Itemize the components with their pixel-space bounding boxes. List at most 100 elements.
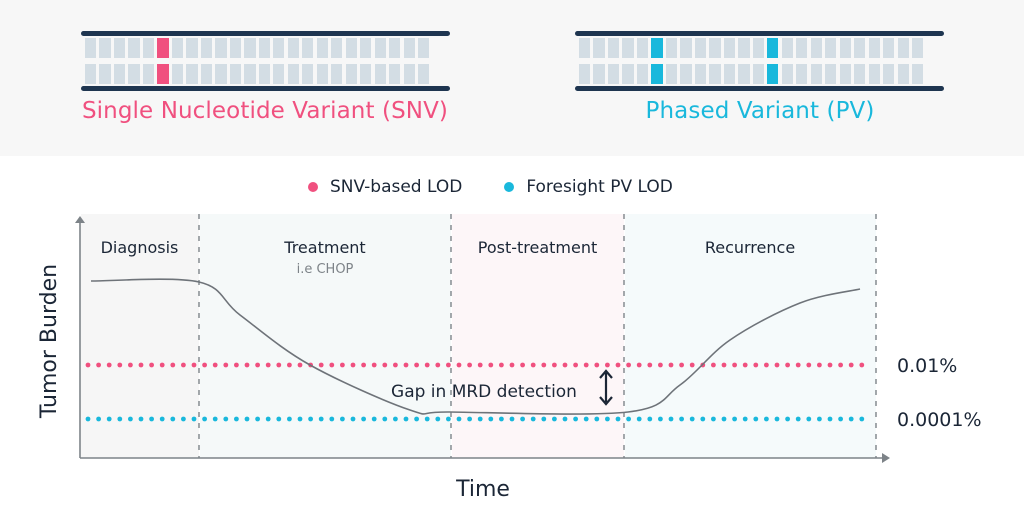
lod-dot: [361, 362, 366, 368]
lod-dot: [541, 416, 547, 422]
lod-dot: [827, 416, 833, 422]
phase-sublabel: i.e CHOP: [297, 262, 354, 277]
lod-dot: [424, 362, 430, 368]
lod-dot: [689, 416, 695, 422]
snv-dna-illustration: [81, 31, 450, 91]
lod-dot: [106, 362, 112, 368]
lod-dot: [732, 362, 737, 368]
dna-strand-bottom: [575, 86, 944, 91]
dna-base: [287, 38, 299, 58]
lod-dot: [170, 362, 176, 368]
legend: SNV-based LOD Foresight PV LOD: [308, 177, 673, 197]
lod-dot: [212, 416, 218, 422]
lod-dot: [573, 362, 578, 368]
dna-base: [113, 64, 126, 84]
lod-dot: [170, 416, 176, 422]
dna-base: [258, 64, 270, 84]
dna-base: [839, 38, 851, 58]
lod-dot: [138, 416, 144, 422]
dna-base: [302, 38, 314, 58]
dna-base: [273, 38, 285, 58]
dna-base: [418, 38, 430, 58]
dna-base: [781, 64, 793, 84]
tumor-burden-curve: [90, 278, 861, 415]
legend-item-snv: SNV-based LOD: [308, 177, 462, 197]
lod-dot: [605, 362, 610, 368]
phase-label: Recurrence: [705, 238, 795, 257]
pv-lod-line: [85, 416, 865, 422]
lod-dot: [520, 362, 525, 368]
dna-base: [709, 38, 721, 58]
lod-dot: [329, 416, 335, 422]
lod-dot: [838, 416, 843, 422]
snv-lod-line: [85, 362, 865, 368]
variant-base: [651, 64, 663, 84]
dna-base: [85, 38, 97, 58]
dna-base: [215, 38, 227, 58]
lod-dot: [530, 416, 536, 422]
lod-dot: [636, 362, 642, 368]
dna-base: [810, 64, 822, 84]
y-axis-arrow-icon: [75, 216, 85, 223]
lod-dot: [552, 416, 557, 422]
lod-dot: [276, 416, 282, 422]
lod-dot: [742, 416, 748, 422]
lod-dot: [668, 362, 674, 368]
lod-dot: [774, 416, 780, 422]
dna-base: [244, 38, 256, 58]
lod-dot: [838, 362, 843, 368]
lod-dot: [382, 362, 388, 368]
dna-row-bottom: [85, 64, 430, 84]
lod-dot: [679, 416, 684, 422]
lod-dot: [764, 416, 769, 422]
variant-base: [767, 38, 779, 58]
lod-dot: [541, 362, 547, 368]
dna-base: [273, 64, 285, 84]
dna-base: [810, 38, 822, 58]
dna-base: [258, 38, 270, 58]
lod-dot: [477, 362, 483, 368]
lod-dot: [711, 362, 716, 368]
legend-label: Foresight PV LOD: [526, 177, 673, 197]
dna-base: [781, 38, 793, 58]
dna-base: [287, 64, 299, 84]
lod-dot: [456, 362, 462, 368]
lod-dot: [795, 416, 801, 422]
dna-base: [897, 64, 909, 84]
lod-dot: [234, 416, 239, 422]
lod-dot: [753, 362, 759, 368]
dna-base: [796, 38, 808, 58]
lod-dot: [446, 362, 451, 368]
lod-dot: [785, 416, 790, 422]
dna-base: [345, 38, 357, 58]
lod-dot: [711, 416, 716, 422]
lod-dot: [234, 362, 239, 368]
lod-dot: [403, 362, 409, 368]
dna-base: [331, 64, 343, 84]
phase-label: Diagnosis: [101, 238, 179, 257]
lod-dot: [446, 416, 451, 422]
dna-base: [694, 64, 707, 84]
lod-dot: [806, 416, 812, 422]
lod-dot: [562, 362, 568, 368]
dna-base: [171, 38, 184, 58]
dna-base: [389, 38, 401, 58]
lod-dot: [393, 416, 398, 422]
x-axis-label: Time: [455, 477, 510, 502]
dna-base: [229, 38, 242, 58]
lod-dot: [265, 416, 271, 422]
lod-dot: [414, 416, 419, 422]
legend-dot-icon: [308, 182, 318, 192]
legend-label: SNV-based LOD: [330, 177, 463, 197]
lod-dot: [785, 362, 790, 368]
axes: [75, 216, 890, 463]
lod-dot: [859, 362, 865, 368]
variant-base: [767, 64, 779, 84]
dna-base: [723, 38, 736, 58]
lod-dot: [753, 416, 759, 422]
lod-dot: [329, 362, 335, 368]
lod-dot: [499, 362, 504, 368]
dna-base: [142, 64, 155, 84]
dna-base: [200, 38, 213, 58]
lod-dot: [509, 362, 515, 368]
